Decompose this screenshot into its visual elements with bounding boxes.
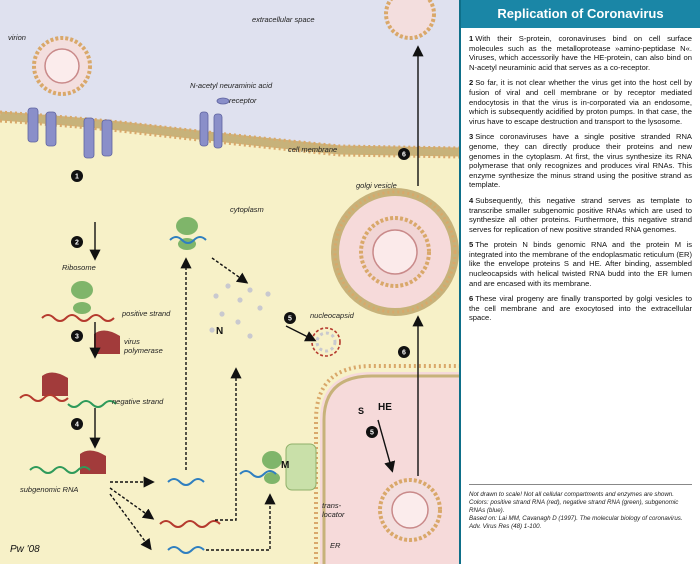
step-3-number: 3	[469, 132, 474, 142]
step-marker-4: 4	[71, 418, 83, 430]
svg-text:1: 1	[75, 174, 79, 181]
label-extracellular-space: extracellular space	[252, 15, 315, 24]
polymerase-3	[80, 450, 106, 474]
replication-diagram: 1 2 3 4 5 5 6 6 virion extracellular spa…	[0, 0, 459, 564]
label-s: S	[358, 406, 364, 416]
label-golgi-vesicle: golgi vesicle	[356, 181, 397, 190]
step-6-number: 6	[469, 294, 474, 304]
rna-strands	[19, 236, 277, 554]
step-1-number: 1	[469, 34, 474, 43]
golgi-vesicle	[331, 188, 459, 316]
step-marker-6b: 6	[398, 148, 410, 160]
virion-top-right	[384, 0, 436, 40]
step-1-text: With their S-protein, coronaviruses bind…	[469, 34, 692, 72]
receptor-proteins	[27, 97, 230, 159]
footnote-note: Not drawn to scale! Not all cellular com…	[469, 491, 679, 514]
label-neuraminic-acid: N-acetyl neuraminic acid	[190, 81, 273, 90]
step-marker-2: 2	[71, 236, 83, 248]
step-5-number: 5	[469, 240, 474, 250]
label-he: HE	[378, 402, 392, 413]
polymerase-2	[42, 372, 68, 396]
svg-text:6: 6	[402, 152, 406, 159]
virion-top-left	[32, 36, 92, 96]
label-subgenomic-rna: subgenomic RNA	[20, 485, 78, 494]
step-4-text: Subsequently, this negative strand serve…	[469, 195, 692, 234]
ribosome-1	[71, 281, 93, 314]
label-translocator-1: trans-	[322, 501, 342, 510]
label-n-protein: N	[216, 326, 223, 337]
step-4-number: 4	[469, 195, 474, 205]
nucleocapsid	[311, 327, 341, 357]
polymerase-1	[94, 330, 120, 354]
step-marker-3: 3	[71, 330, 83, 342]
label-er: ER	[330, 541, 341, 550]
step-marker-5b: 5	[366, 426, 378, 438]
label-nucleocapsid: nucleocapsid	[310, 311, 355, 320]
extracellular-area	[0, 0, 459, 150]
svg-text:4: 4	[75, 422, 79, 429]
label-positive-strand: positive strand	[121, 309, 171, 318]
svg-text:2: 2	[75, 240, 79, 247]
svg-text:3: 3	[75, 334, 79, 341]
step-3-text: Since coronaviruses have a single positi…	[469, 132, 692, 190]
label-negative-strand: negative strand	[112, 397, 164, 406]
virion-budding	[378, 478, 442, 542]
label-virion: virion	[8, 33, 26, 42]
step-marker-6a: 6	[398, 346, 410, 358]
step-5-text: The protein N binds genomic RNA and the …	[469, 240, 692, 288]
label-polymerase-2: polymerase	[123, 346, 163, 355]
n-proteins	[209, 283, 271, 339]
signature: Pw '08	[10, 544, 40, 555]
translocator	[285, 443, 317, 491]
step-marker-5a: 5	[284, 312, 296, 324]
svg-text:5: 5	[288, 316, 292, 323]
label-ribosome: Ribosome	[62, 263, 96, 272]
step-2-number: 2	[469, 78, 474, 88]
cell-membrane	[0, 110, 459, 159]
footnote-reference: Based on: Lai MM, Cavanagh D (1997). The…	[469, 515, 683, 530]
label-receptor: receptor	[229, 96, 257, 105]
step-2-text: So far, it is not clear whether the viru…	[469, 78, 692, 126]
label-polymerase-1: virus	[124, 337, 140, 346]
label-translocator-2: locator	[322, 510, 345, 519]
step-6-text: These viral progeny are finally transpor…	[469, 294, 692, 323]
panel-title: Replication of Coronavirus	[461, 0, 700, 28]
svg-text:6: 6	[402, 350, 406, 357]
label-cell-membrane: cell membrane	[288, 145, 337, 154]
step-marker-1: 1	[71, 170, 83, 182]
flow-arrows	[89, 45, 424, 551]
ribosome-3	[262, 451, 282, 484]
svg-text:5: 5	[370, 430, 374, 437]
footnote: Not drawn to scale! Not all cellular com…	[469, 484, 692, 531]
endoplasmic-reticulum	[314, 364, 459, 564]
label-cytoplasm: cytoplasm	[230, 205, 264, 214]
label-m: M	[281, 460, 289, 471]
